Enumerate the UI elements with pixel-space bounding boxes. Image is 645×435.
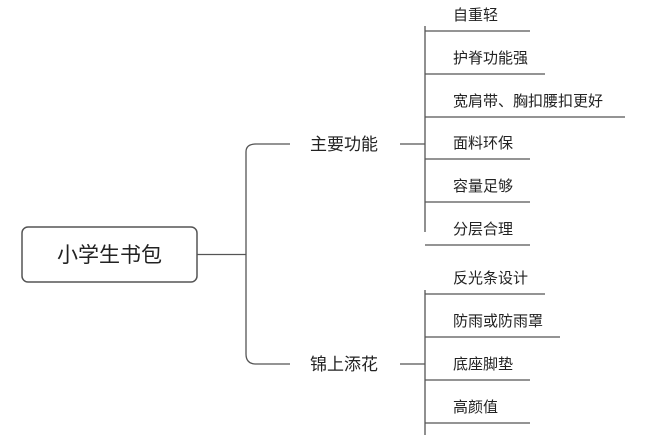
leaf-item: 容量足够	[453, 177, 513, 195]
leaf-item: 底座脚垫	[453, 355, 513, 373]
leaf-item: 防雨或防雨罩	[453, 312, 543, 330]
leaf-list-bonus-features: 反光条设计 防雨或防雨罩 底座脚垫 高颜值	[425, 269, 560, 424]
branch-bonus-features: 锦上添花 反光条设计 防雨或防雨罩 底座脚垫 高颜值	[310, 269, 560, 435]
leaf-item: 分层合理	[453, 220, 513, 238]
leaf-item: 自重轻	[453, 6, 498, 24]
root-connector	[197, 143, 290, 365]
leaf-item: 面料环保	[453, 134, 513, 152]
leaf-item: 宽肩带、胸扣腰扣更好	[453, 92, 603, 110]
leaf-list-main-functions: 自重轻 护脊功能强 宽肩带、胸扣腰扣更好 面料环保 容量足够 分层合理	[425, 6, 625, 246]
root-node: 小学生书包	[21, 226, 198, 283]
leaf-item: 高颜值	[453, 398, 498, 416]
branch-label-main-functions: 主要功能	[310, 135, 378, 155]
branch-label-bonus-features: 锦上添花	[310, 355, 378, 375]
leaf-item: 反光条设计	[453, 269, 528, 287]
branch-main-functions: 主要功能 自重轻 护脊功能强 宽肩带、胸扣腰扣更好 面料环保 容量足够 分层合理	[310, 6, 625, 246]
branch-main-functions-connector	[400, 26, 426, 232]
root-node-label: 小学生书包	[57, 243, 162, 267]
branch-bonus-features-connector	[400, 290, 426, 435]
leaf-item: 护脊功能强	[453, 49, 528, 67]
